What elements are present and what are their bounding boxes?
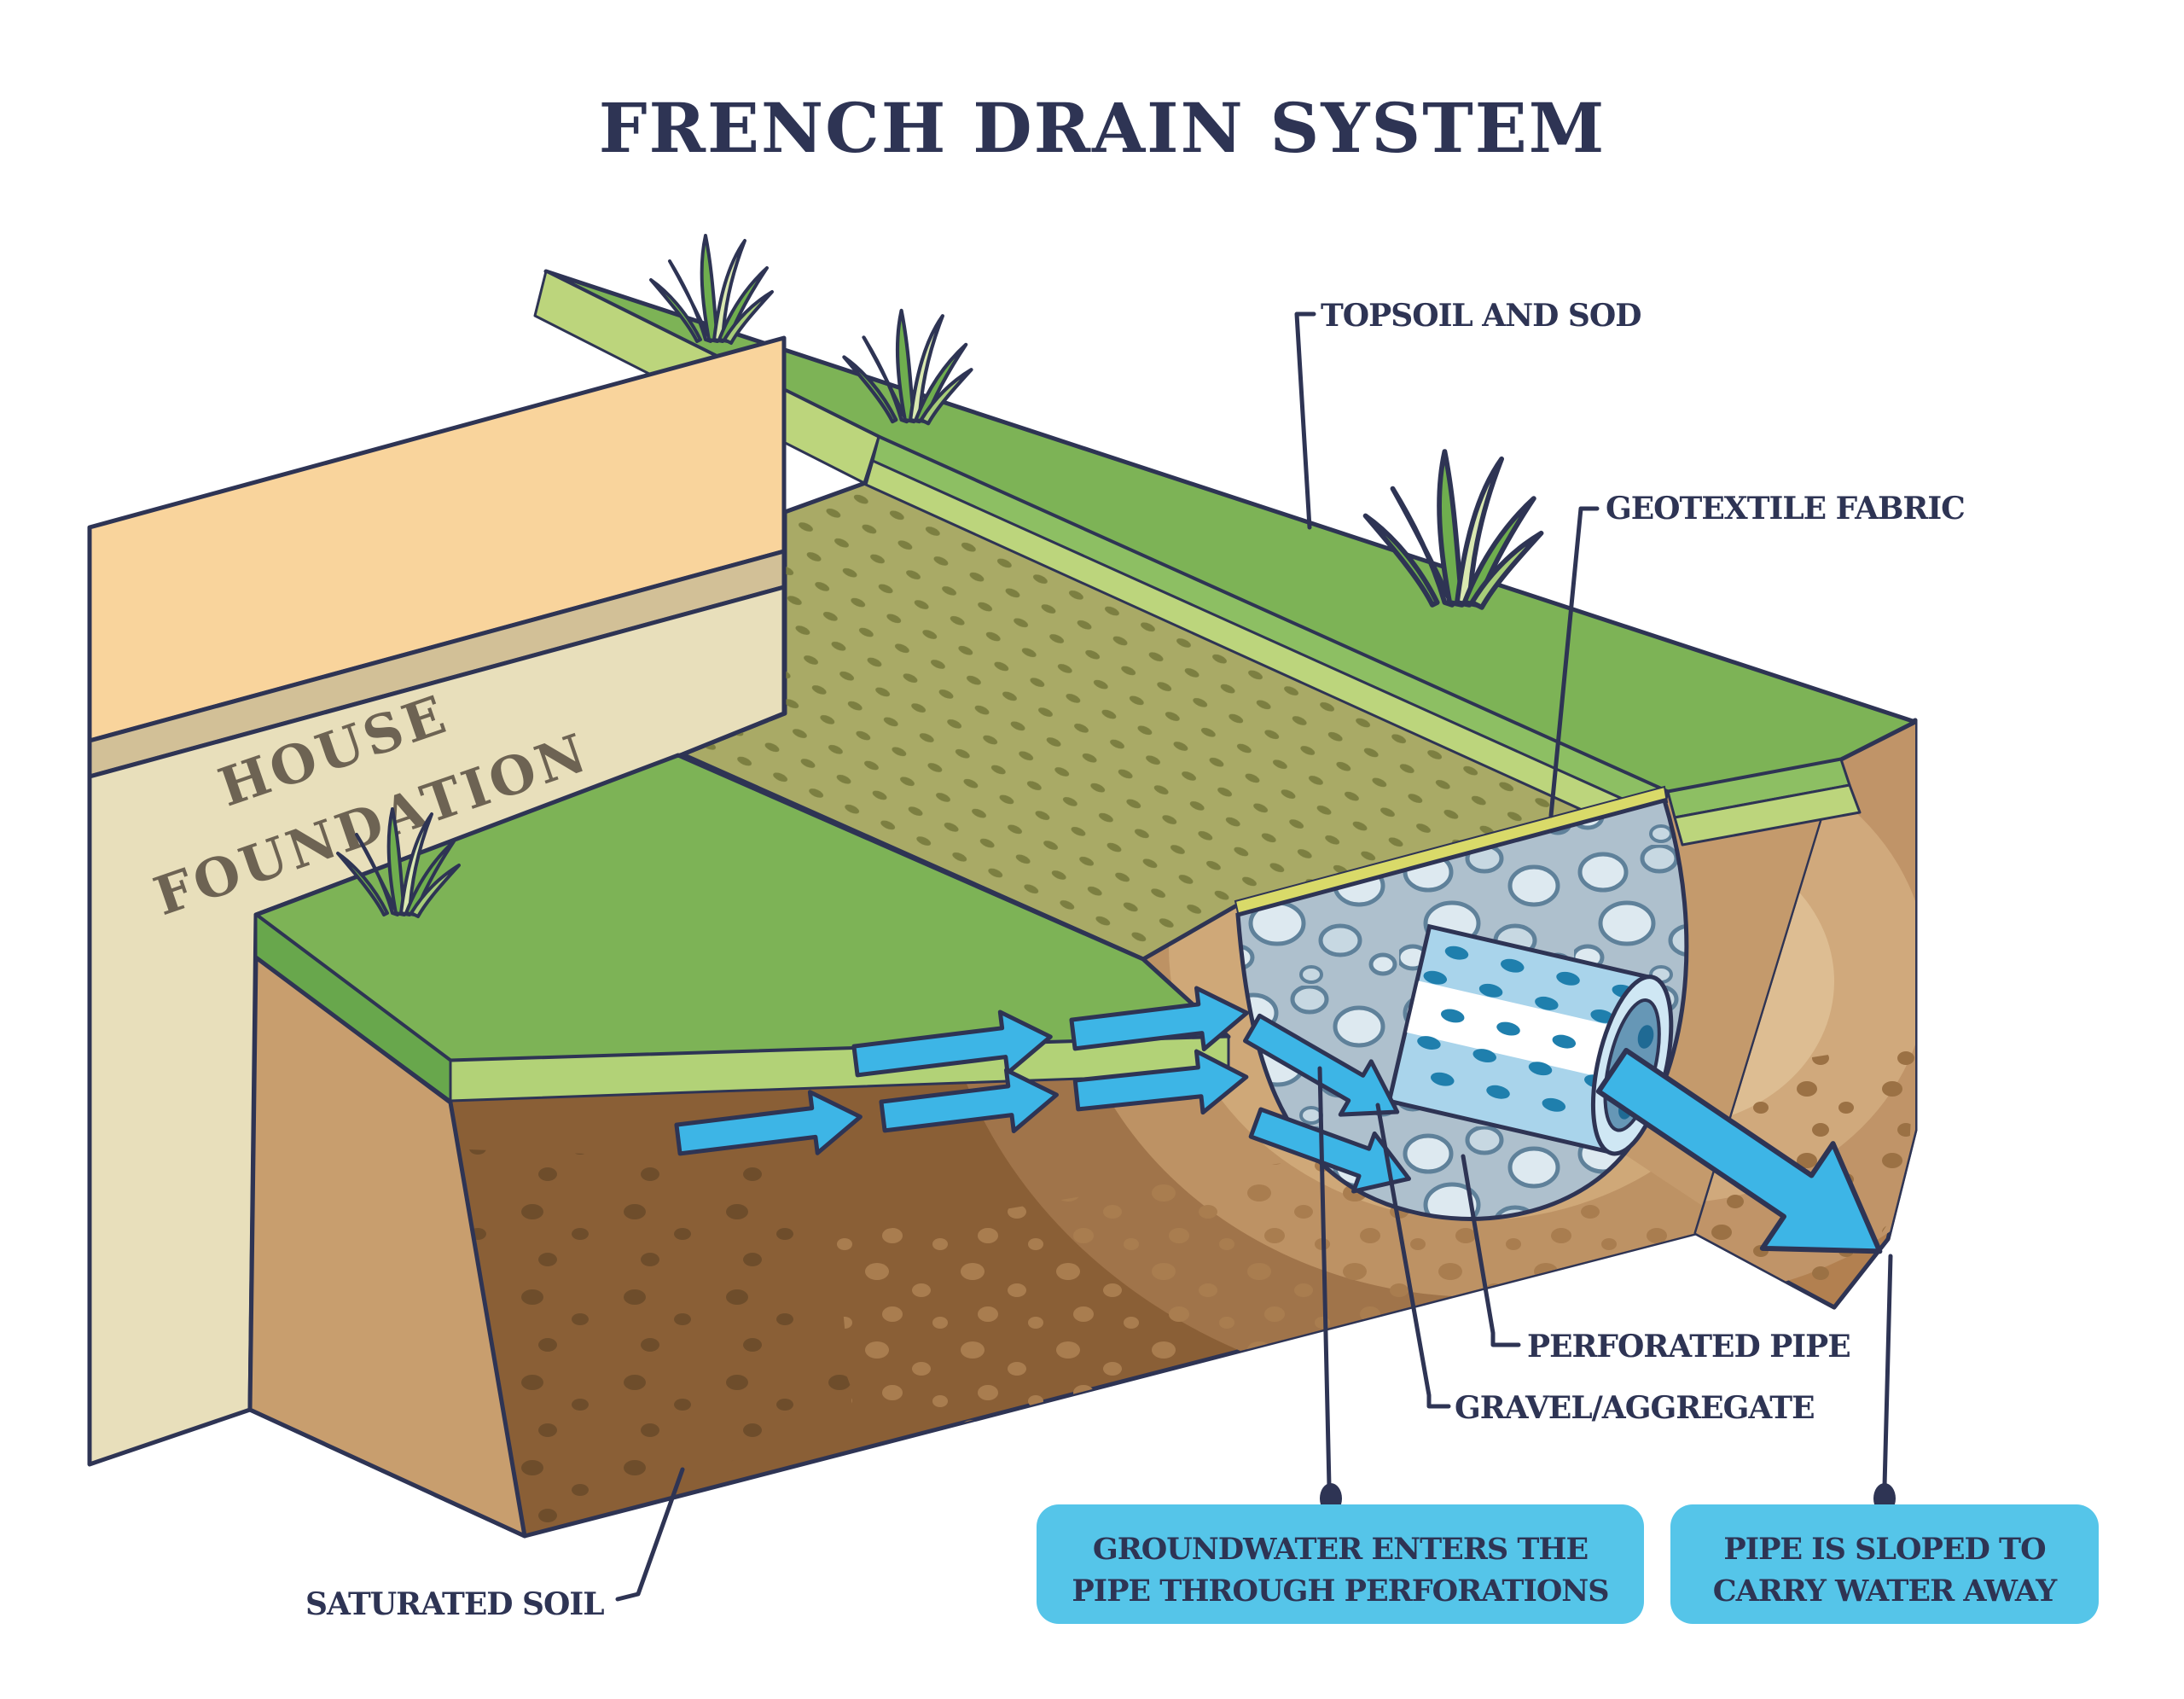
callout-sloped: PIPE IS SLOPED TO CARRY WATER AWAY [1670, 1504, 2099, 1624]
saturated-soil-leader [615, 1467, 685, 1602]
geotextile-label: GEOTEXTILE FABRIC [1606, 491, 1965, 527]
callout-sloped-line1: PIPE IS SLOPED TO [1723, 1532, 2045, 1567]
callout-groundwater-box [1037, 1504, 1644, 1624]
groundwater-leader [1317, 1066, 1332, 1489]
sloped-leader [1882, 1254, 1893, 1489]
gravel-label: GRAVEL/AGGREGATE [1455, 1390, 1815, 1426]
callout-sloped-box [1670, 1504, 2099, 1624]
geotextile-leader [1548, 506, 1600, 818]
diagram-title: FRENCH DRAIN SYSTEM [599, 88, 1606, 168]
perforated-pipe-label: PERFORATED PIPE [1527, 1329, 1850, 1364]
callout-groundwater: GROUNDWATER ENTERS THE PIPE THROUGH PERF… [1037, 1504, 1644, 1624]
perforated-pipe-leader [1461, 1154, 1521, 1347]
callout-groundwater-line1: GROUNDWATER ENTERS THE [1093, 1532, 1588, 1567]
callout-groundwater-line2: PIPE THROUGH PERFORATIONS [1072, 1574, 1608, 1609]
topsoil-label: TOPSOIL AND SOD [1321, 298, 1641, 334]
gravel-flow-arrows [1243, 1013, 1411, 1194]
topsoil-leader [1294, 311, 1316, 530]
left-soil-face [247, 955, 527, 1539]
house: HOUSE FOUNDATION [87, 335, 787, 1467]
outflow-arrow [1595, 1047, 1883, 1254]
callout-sloped-line2: CARRY WATER AWAY [1713, 1574, 2058, 1609]
groundwater-arrows [674, 986, 1249, 1156]
saturated-soil-label: SATURATED SOIL [305, 1586, 604, 1622]
gravel-leader [1375, 1103, 1451, 1409]
front-lawn-block [247, 753, 1231, 1539]
